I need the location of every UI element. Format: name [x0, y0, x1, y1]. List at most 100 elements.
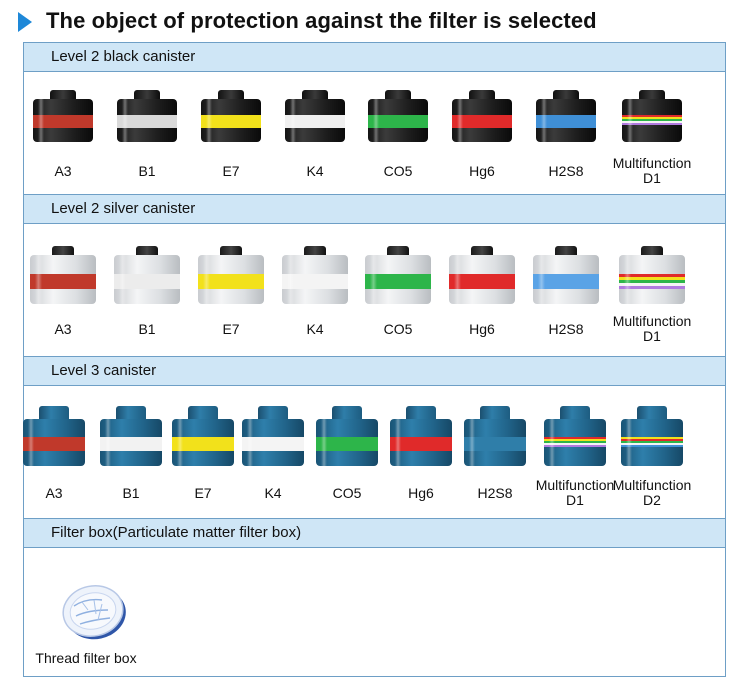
canister-cap	[641, 246, 663, 256]
canister-cap	[560, 406, 590, 420]
canister-label: A3	[54, 321, 72, 337]
canister-blue-co5	[316, 406, 378, 466]
canister-color-stripe	[544, 441, 606, 443]
canister-color-stripe	[621, 437, 683, 439]
canister-highlight	[121, 99, 128, 142]
canister-blue-b1	[100, 406, 162, 466]
canister-black-hg6	[452, 90, 512, 142]
canister-cap	[218, 90, 244, 100]
canister-cap	[639, 90, 665, 100]
canister-highlight	[27, 419, 35, 466]
page-heading: The object of protection against the fil…	[18, 6, 597, 36]
canister-color-stripe	[544, 443, 606, 445]
canister-black-co5	[368, 90, 428, 142]
canister-label-line1: Multifunction	[612, 313, 692, 329]
canister-color-band	[285, 115, 345, 128]
canister-highlight	[625, 419, 633, 466]
canister-body	[33, 99, 93, 142]
canister-color-band	[33, 115, 93, 128]
canister-body	[100, 419, 162, 466]
canister-highlight	[104, 419, 112, 466]
canister-cap	[387, 246, 409, 256]
canister-color-stripe	[622, 123, 682, 125]
canister-color-stripe	[621, 443, 683, 445]
canister-color-stripe	[544, 437, 606, 439]
canister-color-stripe	[621, 441, 683, 443]
canister-black-multifunction-d1	[622, 90, 682, 142]
canister-highlight	[454, 255, 461, 304]
canister-color-stripe	[622, 119, 682, 121]
canister-highlight	[320, 419, 328, 466]
canister-highlight	[35, 255, 42, 304]
canister-color-stripe	[619, 274, 685, 277]
canister-color-band	[117, 115, 177, 128]
canister-label: H2S8	[548, 321, 584, 337]
canister-label: CO5	[383, 163, 413, 179]
canister-highlight	[372, 99, 379, 142]
canister-color-stripe	[622, 115, 682, 117]
canister-color-band	[23, 437, 85, 451]
canister-body	[117, 99, 177, 142]
canister-silver-a3	[30, 246, 96, 304]
canister-color-band	[536, 115, 596, 128]
canister-cap	[116, 406, 146, 420]
canister-cap	[258, 406, 288, 420]
canister-label-line2: D1	[643, 170, 661, 186]
canister-label: K4	[264, 485, 282, 501]
canister-blue-multifunction-d2	[621, 406, 683, 466]
canister-color-band	[282, 274, 348, 289]
canister-color-band	[172, 437, 234, 451]
canister-silver-hg6	[449, 246, 515, 304]
canister-color-stripe	[622, 117, 682, 119]
canister-color-stripe	[619, 283, 685, 286]
canister-body	[368, 99, 428, 142]
canister-color-band	[30, 274, 96, 289]
canister-body	[114, 255, 180, 304]
canister-label-line2: D2	[643, 492, 661, 508]
canister-label: Hg6	[469, 321, 495, 337]
canister-color-band	[114, 274, 180, 289]
canister-label: B1	[122, 485, 140, 501]
canister-color-stripe	[621, 439, 683, 441]
canister-highlight	[119, 255, 126, 304]
canister-cap	[406, 406, 436, 420]
canister-black-e7	[201, 90, 261, 142]
canister-label: B1	[138, 163, 156, 179]
canister-highlight	[203, 255, 210, 304]
canister-silver-b1	[114, 246, 180, 304]
canister-label: B1	[138, 321, 156, 337]
canister-highlight	[540, 99, 547, 142]
canister-body	[390, 419, 452, 466]
canister-cap	[385, 90, 411, 100]
canister-label: Hg6	[469, 163, 495, 179]
canister-blue-e7	[172, 406, 234, 466]
canister-label: K4	[306, 163, 324, 179]
canister-cap	[332, 406, 362, 420]
canister-silver-k4	[282, 246, 348, 304]
canister-highlight	[287, 255, 294, 304]
canister-label-line2: D1	[566, 492, 584, 508]
canister-color-band	[365, 274, 431, 289]
canister-color-band	[198, 274, 264, 289]
canister-label-line1: Multifunction	[535, 477, 615, 493]
canister-color-band	[242, 437, 304, 451]
canister-highlight	[624, 255, 631, 304]
canister-cap	[50, 90, 76, 100]
canister-black-k4	[285, 90, 345, 142]
canister-body	[536, 99, 596, 142]
canister-highlight	[370, 255, 377, 304]
canister-label: E7	[222, 163, 240, 179]
canister-body	[544, 419, 606, 466]
canister-blue-k4	[242, 406, 304, 466]
canister-label: K4	[306, 321, 324, 337]
canister-color-stripe	[619, 277, 685, 280]
canister-label-line1: Multifunction	[612, 477, 692, 493]
canister-label: CO5	[383, 321, 413, 337]
canister-cap	[136, 246, 158, 256]
canister-highlight	[176, 419, 184, 466]
canister-label: E7	[222, 321, 240, 337]
canister-cap	[188, 406, 218, 420]
